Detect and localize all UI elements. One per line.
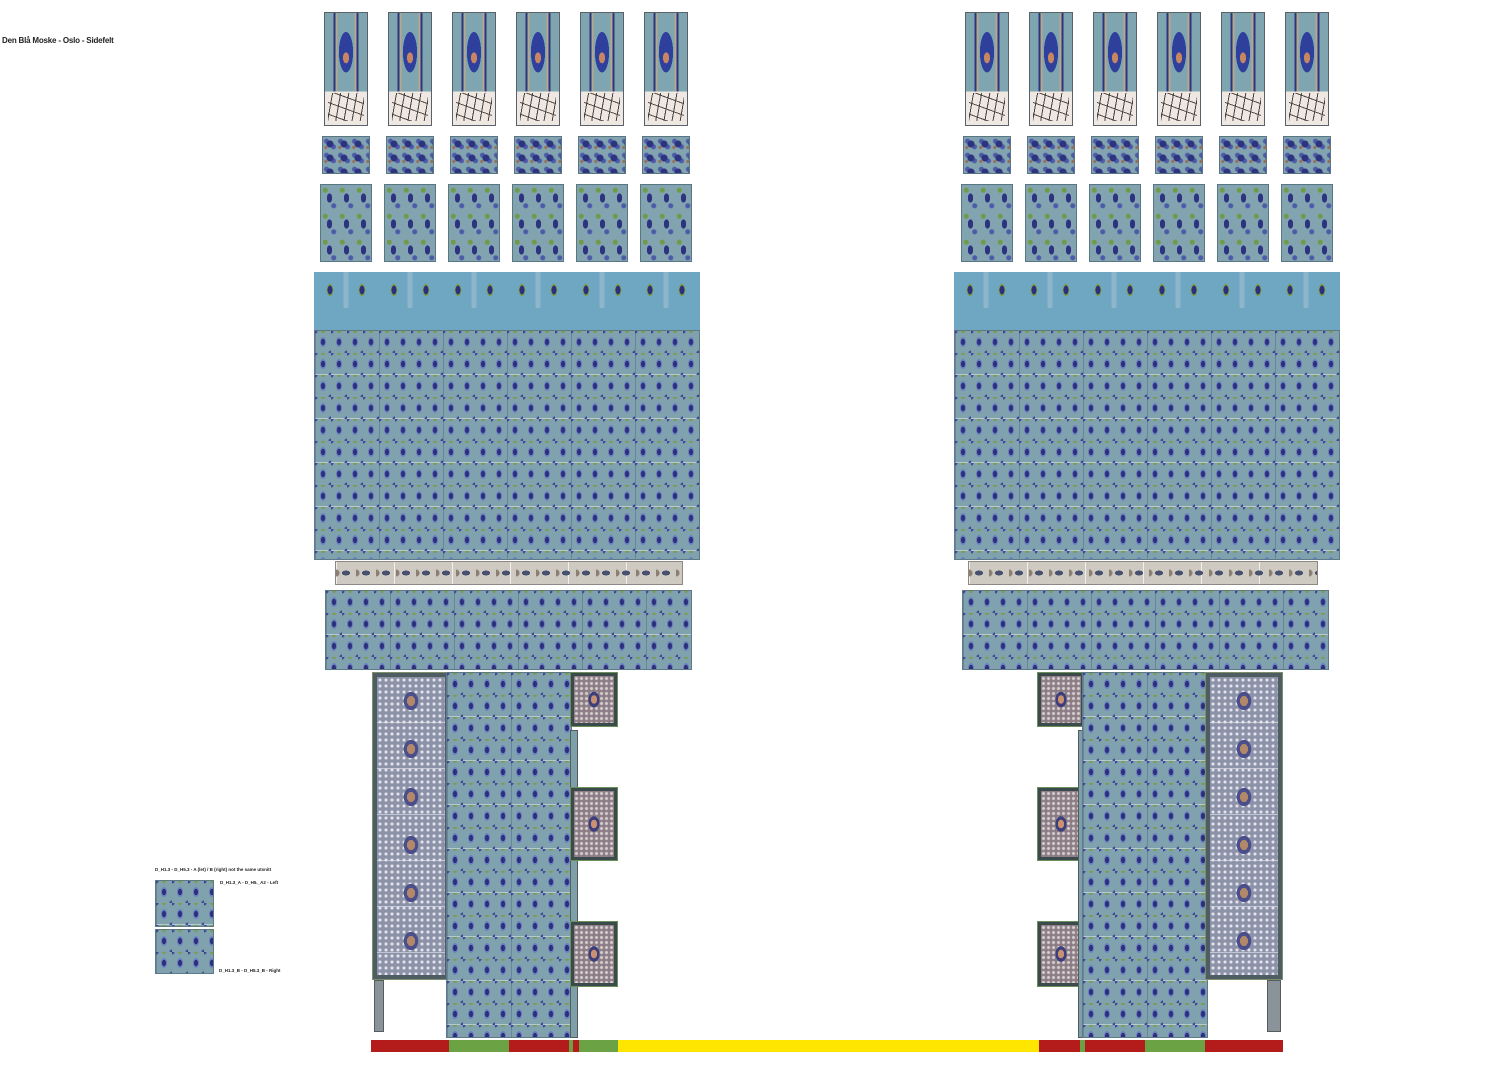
mihrab-tile bbox=[1093, 12, 1137, 126]
bar-segment-green bbox=[569, 1040, 573, 1052]
carpet-column bbox=[372, 672, 450, 980]
ornament-panel bbox=[570, 787, 618, 861]
bar-segment-red bbox=[573, 1040, 579, 1052]
tall-tile bbox=[576, 184, 628, 262]
ornament-panel bbox=[570, 672, 618, 727]
bar-segment-green bbox=[449, 1040, 509, 1052]
lower-tile-band bbox=[962, 590, 1329, 670]
ornament-panel bbox=[570, 921, 618, 987]
tall-tile bbox=[320, 184, 372, 262]
tall-tile bbox=[384, 184, 436, 262]
mihrab-tile bbox=[965, 12, 1009, 126]
mihrab-tile bbox=[1029, 12, 1073, 126]
sample-label-a: D_H1.3_A - D_H5._A2 - Left bbox=[220, 880, 279, 885]
bar-segment-red bbox=[1085, 1040, 1145, 1052]
mihrab-tile bbox=[452, 12, 496, 126]
border-band bbox=[335, 561, 683, 585]
mihrab-tile bbox=[516, 12, 560, 126]
square-tile bbox=[514, 136, 562, 174]
tall-tile bbox=[640, 184, 692, 262]
tall-tile bbox=[1025, 184, 1077, 262]
mihrab-tile bbox=[580, 12, 624, 126]
square-tile bbox=[963, 136, 1011, 174]
square-tile bbox=[1027, 136, 1075, 174]
tall-tile bbox=[1089, 184, 1141, 262]
sample-label-b: D_H1.3_B - D_H5.3_B - Right bbox=[219, 968, 281, 973]
square-tile bbox=[386, 136, 434, 174]
tall-tile bbox=[1153, 184, 1205, 262]
square-tile bbox=[642, 136, 690, 174]
mihrab-tile bbox=[1221, 12, 1265, 126]
center-column bbox=[1082, 672, 1208, 1038]
top-frieze bbox=[314, 272, 700, 330]
mihrab-tile bbox=[1157, 12, 1201, 126]
tall-tile bbox=[961, 184, 1013, 262]
lower-tile-band bbox=[325, 590, 692, 670]
bar-segment-green bbox=[1080, 1040, 1085, 1052]
square-tile bbox=[450, 136, 498, 174]
page-title: Den Blå Moske - Oslo - Sidefelt bbox=[2, 36, 114, 45]
bar-segment-green bbox=[1145, 1040, 1205, 1052]
tall-tile bbox=[512, 184, 564, 262]
mihrab-tile bbox=[388, 12, 432, 126]
bar-segment-yellow bbox=[618, 1040, 1039, 1052]
edge-strip bbox=[1267, 980, 1281, 1032]
top-frieze bbox=[954, 272, 1340, 330]
bar-segment-red bbox=[509, 1040, 569, 1052]
carpet-column bbox=[1205, 672, 1283, 980]
tall-tile bbox=[1281, 184, 1333, 262]
square-tile bbox=[1091, 136, 1139, 174]
bar-segment-red bbox=[1205, 1040, 1283, 1052]
tall-tile bbox=[1217, 184, 1269, 262]
square-tile bbox=[322, 136, 370, 174]
mihrab-tile bbox=[644, 12, 688, 126]
ornament-panel bbox=[1037, 672, 1085, 727]
edge-strip bbox=[570, 730, 578, 1038]
sample-tile-a bbox=[155, 880, 214, 927]
border-band bbox=[968, 561, 1318, 585]
bar-segment-green bbox=[579, 1040, 618, 1052]
mihrab-tile bbox=[324, 12, 368, 126]
square-tile bbox=[1283, 136, 1331, 174]
bar-segment-red bbox=[1039, 1040, 1080, 1052]
square-tile bbox=[1219, 136, 1267, 174]
square-tile bbox=[1155, 136, 1203, 174]
sample-tile-b bbox=[155, 929, 214, 974]
mihrab-tile bbox=[1285, 12, 1329, 126]
center-column bbox=[446, 672, 572, 1038]
square-tile bbox=[578, 136, 626, 174]
main-tile-field bbox=[954, 330, 1340, 560]
tall-tile bbox=[448, 184, 500, 262]
bar-segment-red bbox=[371, 1040, 449, 1052]
sample-header-note: D_H1.3 - D_H5.3 - A (let) / B (right) no… bbox=[155, 867, 272, 872]
main-tile-field bbox=[314, 330, 700, 560]
edge-strip bbox=[374, 980, 384, 1032]
